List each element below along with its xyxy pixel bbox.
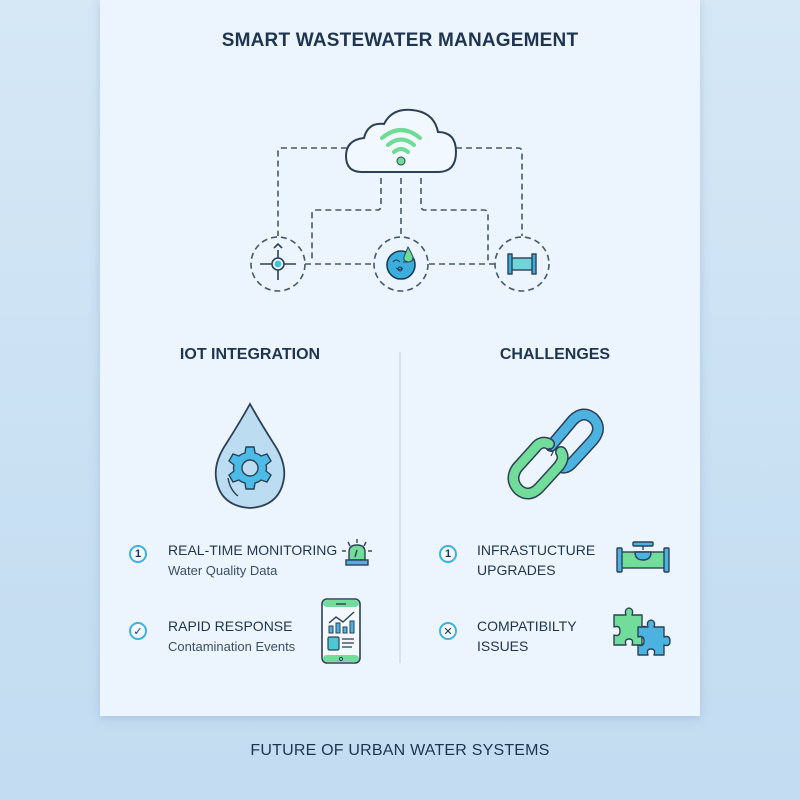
x-badge-icon: ✕ (439, 622, 457, 640)
sensor-crosshair-icon (260, 242, 296, 280)
section-heading-challenges: CHALLENGES (499, 346, 611, 363)
item-title: RAPID RESPONSE (168, 618, 293, 634)
item-title-line1: COMPATIBILTY (477, 618, 577, 634)
item-title-line1: INFRASTUCTURE (477, 542, 596, 558)
item-title: REAL-TIME MONITORING (168, 542, 338, 558)
cloud-wifi-icon (344, 108, 458, 173)
water-globe-icon (386, 245, 416, 280)
water-drop-gear-icon (214, 402, 286, 509)
item-subtitle: Contamination Events (168, 639, 296, 654)
item-title-line2: ISSUES (477, 638, 529, 654)
section-heading-iot: IOT INTEGRATION (179, 346, 321, 363)
alarm-beacon-icon (342, 539, 372, 566)
check-badge-icon: ✓ (129, 622, 147, 640)
smartphone-dashboard-icon (321, 598, 361, 664)
item-subtitle: Water Quality Data (168, 563, 278, 578)
number-badge-icon: 1 (129, 545, 147, 563)
pipe-valve-icon (616, 541, 670, 573)
footer-caption: FUTURE OF URBAN WATER SYSTEMS (250, 742, 550, 759)
item-title-line2: UPGRADES (477, 562, 556, 578)
infographic-card: SMART WASTEWATER MANAGEMENT (100, 0, 700, 716)
page-title: SMART WASTEWATER MANAGEMENT (221, 30, 579, 51)
broken-chain-link-icon (507, 408, 604, 500)
section-divider (399, 352, 401, 663)
number-badge-icon: 1 (439, 545, 457, 563)
network-diagram (250, 108, 550, 292)
puzzle-pieces-icon (613, 607, 671, 656)
pipe-icon (507, 253, 537, 275)
